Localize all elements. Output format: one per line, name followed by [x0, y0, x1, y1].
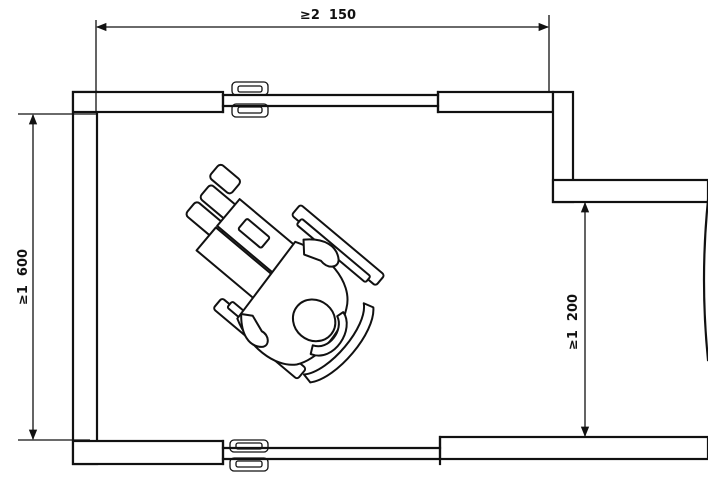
door-handle-icon: [229, 439, 269, 472]
top-wall: [71, 90, 708, 204]
left-wall: [71, 90, 99, 466]
corridor-label: ≥1 200: [566, 294, 581, 350]
bottom-door: [221, 435, 442, 466]
wheelchair-user-icon: [185, 163, 385, 384]
height-label: ≥1 600: [16, 249, 31, 305]
corridor-dimension: ≥1 200: [566, 201, 590, 438]
height-dimension: ≥1 600: [16, 113, 96, 441]
right-edge-object: [702, 198, 708, 362]
width-dimension: ≥2 150: [95, 8, 550, 113]
bottom-wall: [71, 435, 708, 466]
door-handle-icon: [231, 81, 269, 118]
width-label: ≥2 150: [300, 8, 356, 23]
